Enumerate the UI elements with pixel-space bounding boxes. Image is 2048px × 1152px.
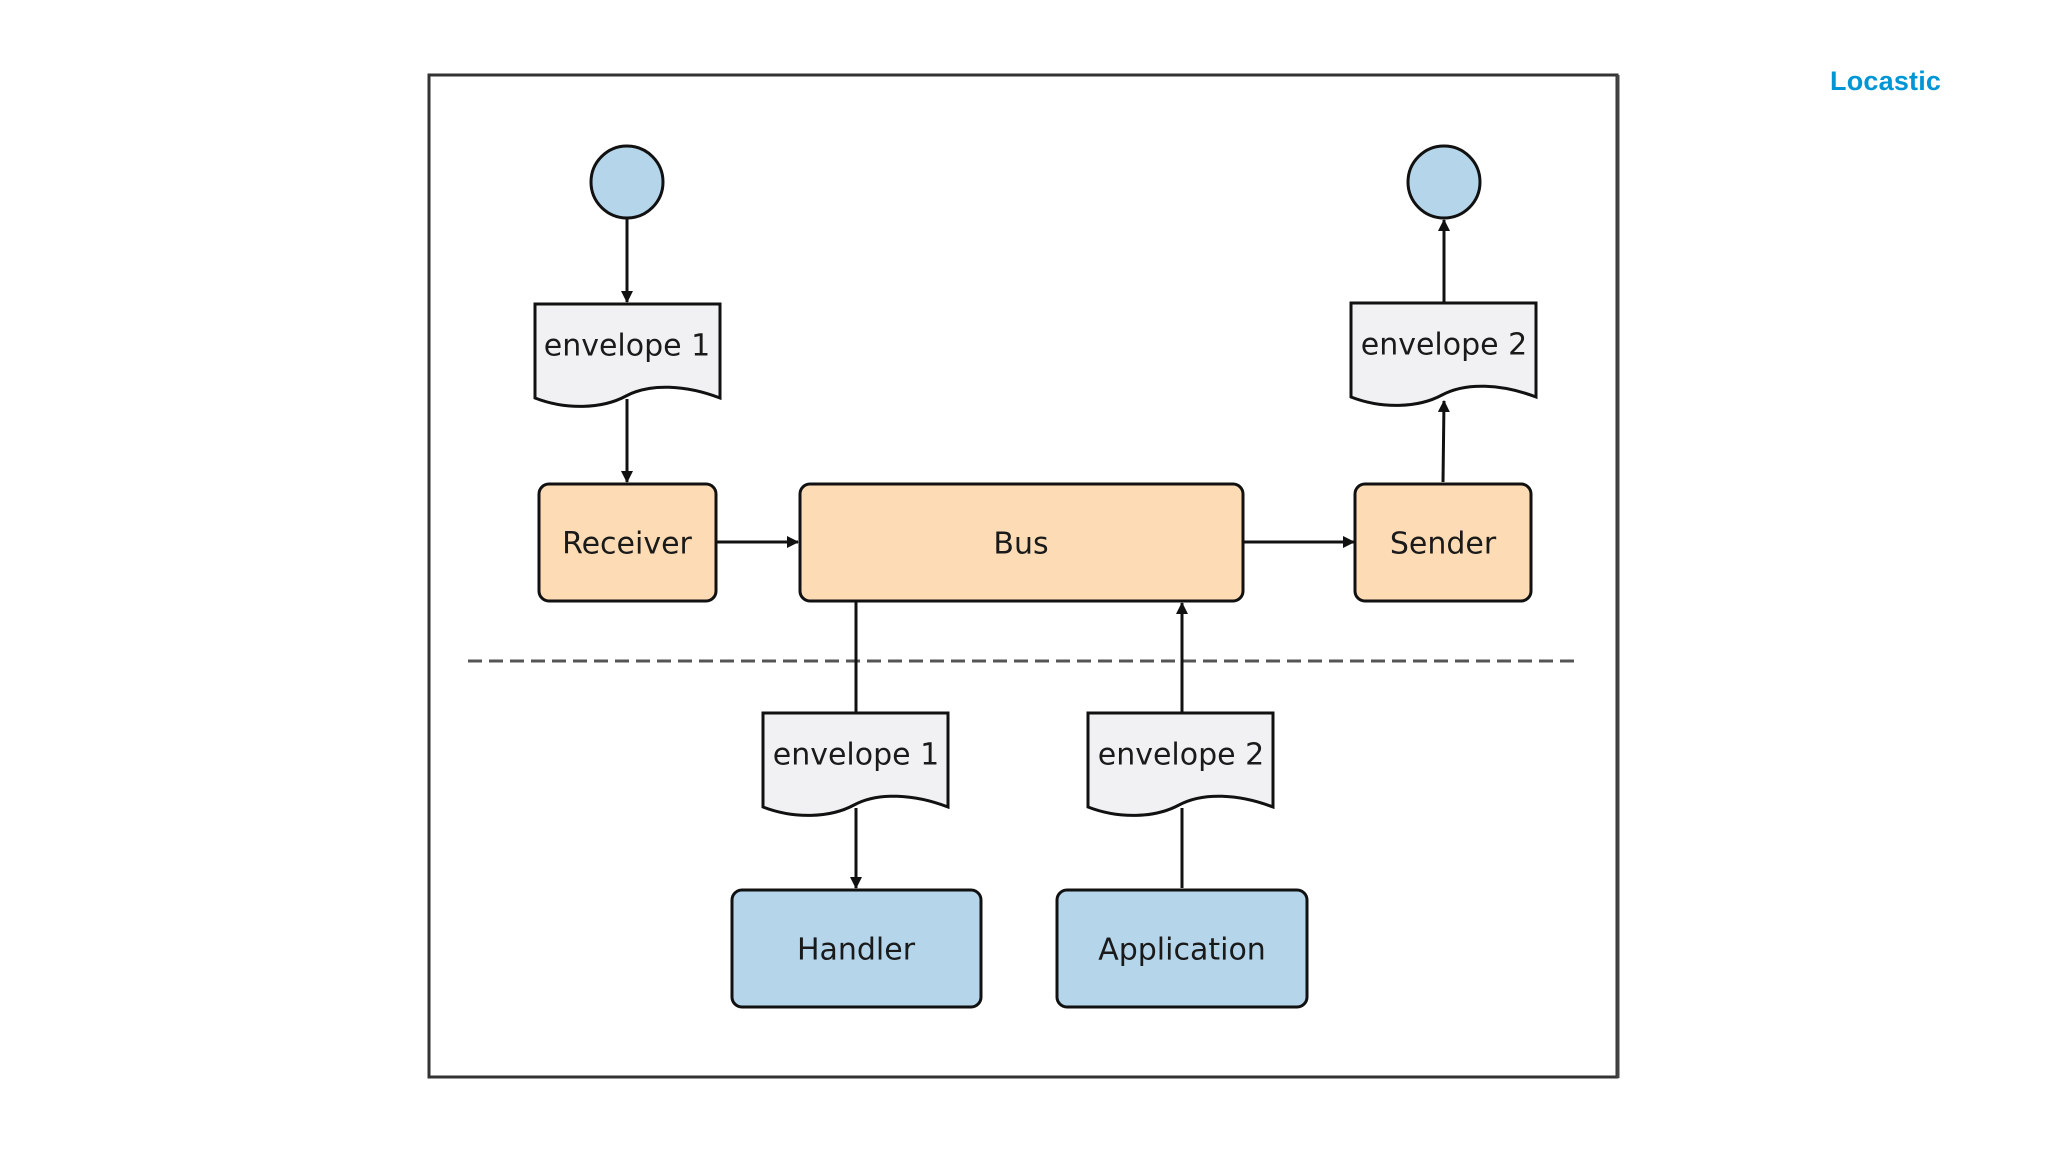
bus-node: Bus — [798, 482, 1245, 603]
document-shape — [533, 302, 722, 408]
document-envelope-to-handler: envelope 1 — [761, 711, 950, 817]
node-label: Receiver — [562, 527, 692, 562]
node-box — [730, 888, 983, 1009]
document-shape — [761, 711, 950, 817]
handler-node: Handler — [730, 888, 983, 1009]
document-envelope-out-top: envelope 2 — [1349, 301, 1538, 407]
node-label: Sender — [1390, 527, 1497, 562]
end-terminal-circle — [1406, 144, 1482, 220]
node-box — [1353, 482, 1533, 603]
start-terminal-circle — [589, 144, 665, 220]
node-label: Application — [1098, 933, 1266, 968]
document-shape — [1349, 301, 1538, 407]
document-envelope-in-top: envelope 1 — [533, 302, 722, 408]
document-label: envelope 1 — [544, 329, 711, 364]
node-box — [1055, 888, 1309, 1009]
document-label: envelope 2 — [1098, 738, 1265, 773]
arrow-sender-to-envelope-2 — [1437, 400, 1450, 483]
receiver-node: Receiver — [537, 482, 718, 603]
brand-logo-text: Locastic — [1830, 66, 1942, 96]
connectors — [621, 219, 1450, 889]
node-box — [537, 482, 718, 603]
document-label: envelope 2 — [1361, 328, 1528, 363]
document-label: envelope 1 — [773, 738, 940, 773]
document-envelope-from-application: envelope 2 — [1086, 711, 1275, 817]
node-label: Bus — [993, 527, 1048, 562]
sender-node: Sender — [1353, 482, 1533, 603]
node-label: Handler — [797, 933, 916, 968]
document-shape — [1086, 711, 1275, 817]
application-node: Application — [1055, 888, 1309, 1009]
node-box — [798, 482, 1245, 603]
